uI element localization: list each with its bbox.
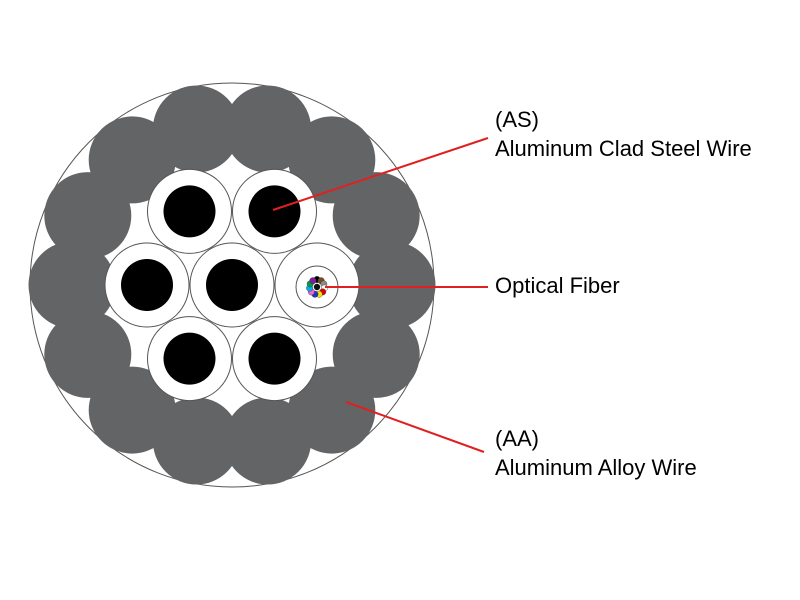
aa-name-label: Aluminum Alloy Wire bbox=[495, 455, 697, 480]
aa-wire-layer bbox=[28, 85, 436, 485]
fiber-strand bbox=[313, 283, 321, 291]
fiber-strand bbox=[309, 277, 317, 285]
aa-leader-line bbox=[345, 401, 485, 453]
as-leader-line bbox=[272, 137, 489, 211]
as-wire-core bbox=[248, 332, 301, 385]
aa-code-label: (AA) bbox=[495, 426, 539, 451]
optical-fiber-unit bbox=[274, 242, 360, 328]
as-wire-core bbox=[163, 332, 216, 385]
as-code-label: (AS) bbox=[495, 107, 539, 132]
aa-wire bbox=[152, 85, 240, 173]
as-wire-core bbox=[163, 185, 216, 238]
as-wire-core bbox=[206, 259, 258, 311]
optical-fiber-label: Optical Fiber bbox=[495, 273, 620, 298]
as-wire-layer bbox=[104, 168, 317, 402]
as-name-label: Aluminum Clad Steel Wire bbox=[495, 136, 752, 161]
as-wire-core bbox=[248, 185, 301, 238]
as-wire-core bbox=[121, 259, 173, 311]
